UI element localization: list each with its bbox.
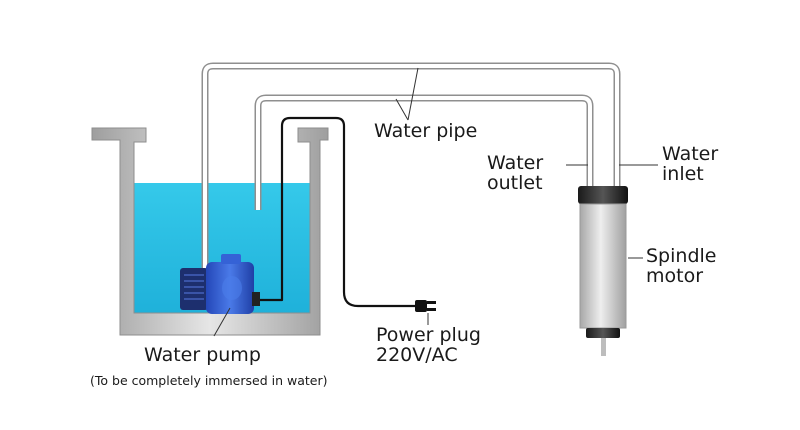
label-spindle-motor: Spindle motor [646,245,717,287]
power-plug-icon [415,300,436,312]
water-tank [91,127,329,336]
label-power-plug: Power plug 220V/AC [376,324,481,366]
label-spindle-motor-line2: motor [646,264,704,287]
spindle-motor-icon [578,186,628,356]
label-power-plug-line2: 220V/AC [376,343,458,366]
label-water-pipe: Water pipe [374,120,478,142]
label-water-pump: Water pump [144,344,261,366]
water-pump-icon [180,254,260,314]
label-water-outlet-line2: outlet [487,171,543,194]
label-water-inlet-line2: inlet [662,162,704,185]
label-water-outlet: Water outlet [487,152,544,194]
power-cable [255,116,415,308]
label-spindle-motor-line1: Spindle [646,245,717,267]
leader-lines [213,67,658,337]
label-power-plug-line1: Power plug [376,324,481,346]
label-water-inlet-line1: Water [662,143,719,165]
label-water-outlet-line1: Water [487,152,544,174]
label-water-inlet: Water inlet [662,143,719,185]
label-water-pump-note: (To be completely immersed in water) [90,373,328,388]
